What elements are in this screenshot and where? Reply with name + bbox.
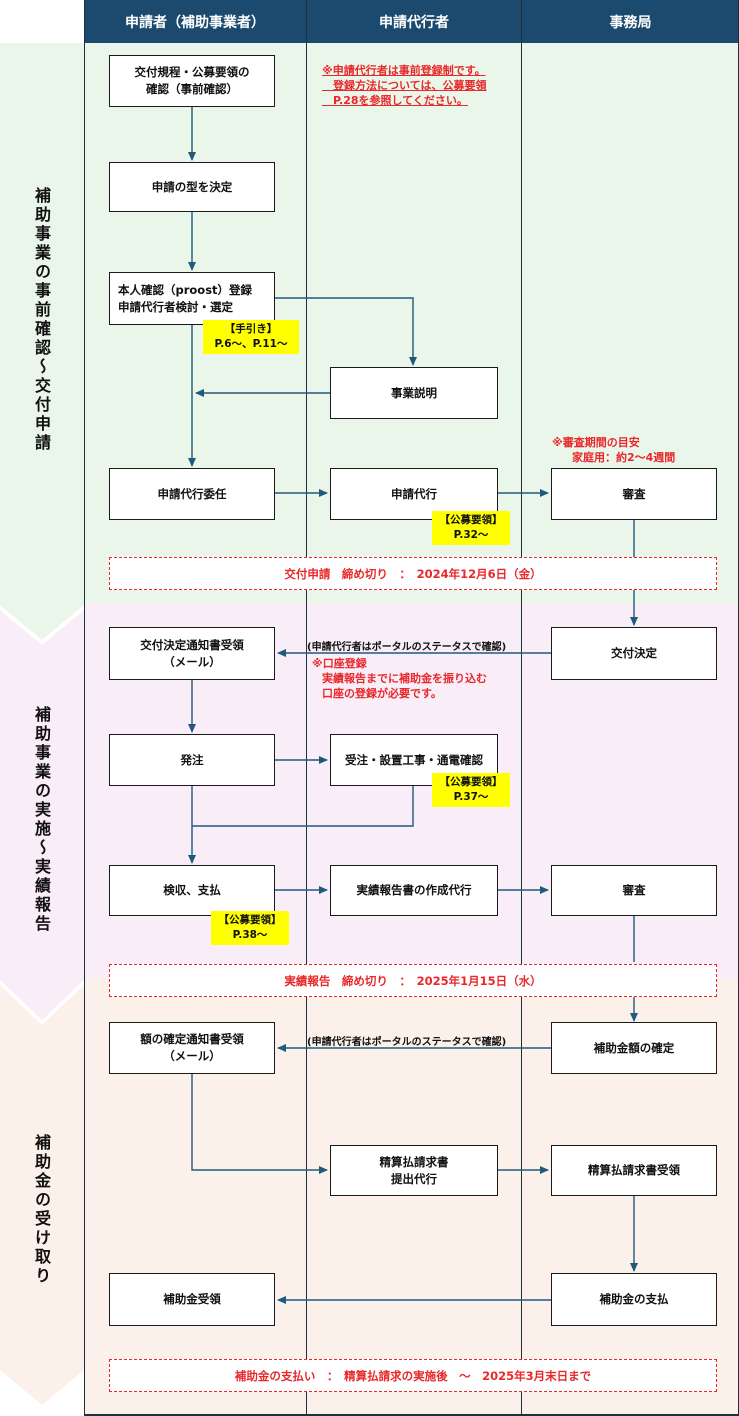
note-agent-registration: ※申請代行者は事前登録制です。 登録方法については、公募要領 P.28を参照して… bbox=[322, 64, 487, 107]
note-requirements-p38: 【公募要領】 P.38～ bbox=[211, 911, 289, 945]
box-receive-amount: 額の確定通知書受領 （メール） bbox=[109, 1022, 275, 1074]
box-business-explain: 事業説明 bbox=[330, 367, 498, 419]
lane-line-2 bbox=[521, 0, 522, 1416]
box-order: 発注 bbox=[109, 734, 275, 786]
bottom-border bbox=[84, 1414, 739, 1416]
phase3-arrow-bg bbox=[0, 985, 84, 1405]
column-header-agent: 申請代行者 bbox=[307, 0, 521, 43]
note-review-period-detail: 家庭用：約2～4週間 bbox=[572, 451, 676, 464]
box-settlement-receive: 精算払請求書受領 bbox=[551, 1145, 717, 1196]
deadline-payment: 補助金の支払い ： 精算払請求の実施後 ～ 2025年3月末日まで bbox=[109, 1359, 717, 1392]
lane-line-1 bbox=[306, 0, 307, 1416]
box-inspect-pay: 検収、支払 bbox=[109, 865, 275, 916]
arrow-install-return bbox=[192, 786, 414, 827]
box-register: 本人確認（proost）登録 申請代行者検討・選定 bbox=[109, 272, 275, 325]
lane-line-left bbox=[84, 0, 85, 1416]
note-account-detail: 実績報告までに補助金を振り込む 口座の登録が必要です。 bbox=[322, 672, 487, 700]
box-receive-decision: 交付決定通知書受領 （メール） bbox=[109, 627, 275, 680]
box-grant-decision: 交付決定 bbox=[551, 627, 717, 680]
phase-label-1: 補助事業の事前確認～交付申請 bbox=[32, 187, 51, 453]
box-confirm-rules: 交付規程・公募要領の 確認（事前確認） bbox=[109, 55, 275, 107]
note-guide: 【手引き】 P.6～、P.11～ bbox=[203, 320, 299, 354]
arrow-register-to-explain bbox=[275, 297, 417, 366]
portal-note-2: (申請代行者はポータルのステータスで確認) bbox=[307, 1037, 507, 1048]
note-account-title: ※口座登録 bbox=[312, 657, 367, 670]
arrow-applicant-to-settlement bbox=[191, 1074, 328, 1174]
box-review-2: 審査 bbox=[551, 865, 717, 916]
phase-label-3: 補助金の受け取り bbox=[32, 1134, 51, 1286]
column-header-office: 事務局 bbox=[522, 0, 739, 43]
box-delegate: 申請代行委任 bbox=[109, 468, 275, 520]
note-requirements-p32: 【公募要領】 P.32～ bbox=[432, 511, 510, 545]
phase1-arrow-bg bbox=[0, 43, 84, 640]
box-report-create: 実績報告書の作成代行 bbox=[330, 865, 498, 916]
box-review-1: 審査 bbox=[551, 468, 717, 520]
box-subsidy-pay: 補助金の支払 bbox=[551, 1273, 717, 1326]
portal-note-1: (申請代行者はポータルのステータスで確認) bbox=[307, 642, 507, 653]
box-subsidy-receive: 補助金受領 bbox=[109, 1273, 275, 1326]
phase-label-2: 補助事業の実施～実績報告 bbox=[32, 706, 51, 934]
column-header-applicant: 申請者（補助事業者） bbox=[84, 0, 306, 43]
deadline-apply: 交付申請 締め切り ： 2024年12月6日（金） bbox=[109, 557, 717, 590]
deadline-report: 実績報告 締め切り ： 2025年1月15日（水） bbox=[109, 964, 717, 997]
box-settlement-submit: 精算払請求書 提出代行 bbox=[330, 1145, 498, 1196]
box-decide-type: 申請の型を決定 bbox=[109, 162, 275, 212]
box-amount-fixed: 補助金額の確定 bbox=[551, 1022, 717, 1074]
note-review-period-title: ※審査期間の目安 bbox=[552, 436, 640, 449]
phase2-arrow-bg bbox=[0, 610, 84, 1020]
note-requirements-p37: 【公募要領】 P.37～ bbox=[432, 773, 510, 807]
